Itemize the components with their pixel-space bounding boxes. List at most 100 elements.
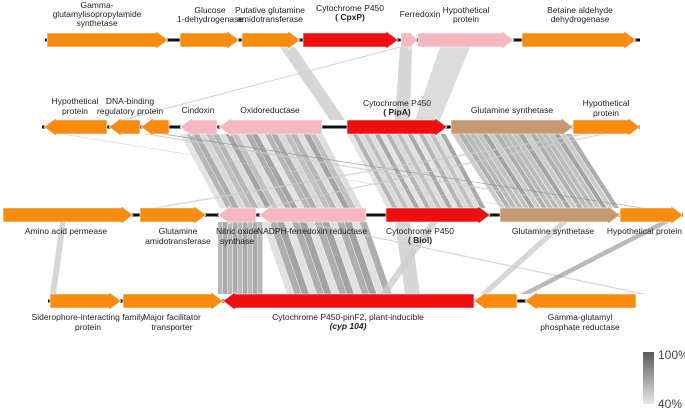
homology-link <box>542 134 595 208</box>
genome-tracks <box>2 30 684 311</box>
gene-arrow[interactable] <box>385 205 491 225</box>
homology-link <box>369 134 414 208</box>
homology-link <box>258 134 304 208</box>
homology-link <box>380 222 438 294</box>
gene-label: Cindoxin <box>181 105 214 115</box>
homology-link <box>120 47 402 120</box>
homology-link <box>238 222 243 294</box>
gene-arrow[interactable] <box>179 117 218 137</box>
homology-link <box>322 222 354 294</box>
gene-arrow[interactable] <box>499 205 621 225</box>
gene-arrow[interactable] <box>572 117 641 137</box>
homology-link <box>280 47 345 120</box>
homology-link <box>284 134 330 208</box>
gene-arrow[interactable] <box>139 205 207 225</box>
genome-track-4 <box>48 291 637 311</box>
gene-arrow[interactable] <box>258 205 367 225</box>
gene-label: Cytochrome P450-pinF2, plant-inducible(c… <box>272 312 424 331</box>
homology-link <box>358 134 403 208</box>
homology-link <box>303 134 350 208</box>
homology-link <box>554 134 607 208</box>
gene-arrow[interactable] <box>218 117 323 137</box>
gene-arrow[interactable] <box>302 30 399 50</box>
gene-label: Cytochrome P450( CpxP) <box>316 3 384 22</box>
genome-track-1 <box>45 30 640 50</box>
gene-arrow[interactable] <box>346 117 448 137</box>
gene-arrow[interactable] <box>521 30 637 50</box>
gene-arrow[interactable] <box>2 205 134 225</box>
homology-link <box>253 222 258 294</box>
gene-arrow[interactable] <box>524 291 637 311</box>
homology-link <box>299 222 332 294</box>
gene-arrow[interactable] <box>619 205 684 225</box>
homology-link <box>363 134 409 208</box>
homology-link <box>359 222 392 294</box>
gene-label: Glutamine synthetase <box>512 226 594 236</box>
homology-link <box>314 222 347 294</box>
homology-link <box>352 222 384 294</box>
homology-link <box>206 134 252 208</box>
gene-label: Glutamine synthetase <box>471 105 553 115</box>
homology-link <box>160 134 645 208</box>
homology-link <box>292 222 324 294</box>
homology-link <box>150 134 590 208</box>
gene-arrow[interactable] <box>473 291 518 311</box>
gene-arrow[interactable] <box>217 205 257 225</box>
gene-arrow[interactable] <box>417 30 515 50</box>
gene-arrow[interactable] <box>179 30 240 50</box>
homology-link <box>500 134 553 208</box>
homology-link <box>223 222 228 294</box>
homology-link <box>260 134 606 208</box>
homology-link <box>470 134 523 208</box>
homology-links <box>50 47 670 294</box>
homology-link <box>476 134 529 208</box>
homology-link <box>458 134 511 208</box>
gene-arrow[interactable] <box>108 117 141 137</box>
homology-link <box>262 222 294 294</box>
homology-link <box>391 134 436 208</box>
homology-link <box>233 222 238 294</box>
homology-link <box>212 134 259 208</box>
homology-link <box>429 134 475 208</box>
homology-link <box>536 134 589 208</box>
gene-label: Oxidoreductase <box>240 105 300 115</box>
homology-link <box>238 134 285 208</box>
homology-link <box>520 222 670 294</box>
homology-link <box>512 134 565 208</box>
homology-link <box>385 134 431 208</box>
gene-arrow[interactable] <box>450 117 574 137</box>
gene-arrow[interactable] <box>46 30 169 50</box>
homology-link <box>199 134 246 208</box>
homology-link <box>186 134 233 208</box>
homology-link <box>530 134 583 208</box>
gene-arrow[interactable] <box>222 291 475 311</box>
homology-link <box>424 134 469 208</box>
legend-min-label: 40% <box>658 397 682 411</box>
homology-link <box>560 134 613 208</box>
gene-arrow[interactable] <box>43 117 108 137</box>
gene-arrow[interactable] <box>241 30 301 50</box>
homology-link <box>337 222 369 294</box>
homology-link <box>518 134 571 208</box>
homology-link <box>396 134 442 208</box>
homology-link <box>218 222 223 294</box>
legend-max-label: 100% <box>658 348 685 362</box>
homology-link <box>264 134 311 208</box>
gene-arrow[interactable] <box>122 291 224 311</box>
homology-link <box>344 222 377 294</box>
gene-arrow[interactable] <box>49 291 122 311</box>
gene-arrow[interactable] <box>140 117 170 137</box>
homology-link <box>248 222 253 294</box>
gene-label: Cytochrome P450( PipA) <box>363 98 431 117</box>
gene-arrow[interactable] <box>400 30 418 50</box>
